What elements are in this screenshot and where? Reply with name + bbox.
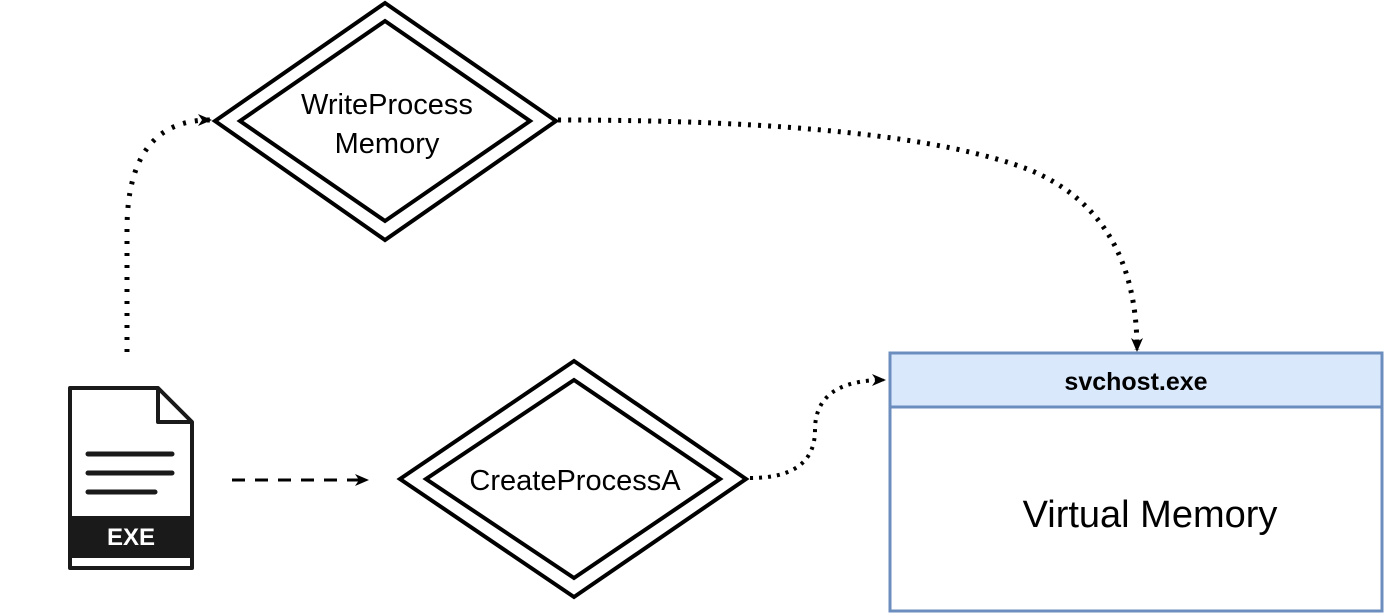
writeprocessmemory-label-line1: WriteProcess bbox=[301, 89, 473, 121]
exe-badge bbox=[70, 516, 192, 558]
virtual-memory-label: Virtual Memory bbox=[1023, 494, 1278, 536]
writeprocessmemory-label-line2: Memory bbox=[335, 128, 440, 160]
svchost-title: svchost.exe bbox=[1064, 368, 1207, 396]
writeprocessmemory-node[interactable]: WriteProcess Memory bbox=[211, 0, 560, 243]
edge-exe-to-writeprocessmemory bbox=[124, 114, 212, 352]
svchost-header bbox=[888, 351, 1384, 409]
edge-createprocess-to-svchost bbox=[749, 374, 886, 480]
edge-writeprocessmemory-to-svchost bbox=[557, 117, 1143, 352]
createprocess-node[interactable]: CreateProcessA bbox=[396, 358, 750, 600]
exe-file-icon[interactable]: EXE bbox=[68, 386, 194, 570]
exe-label: EXE bbox=[107, 524, 155, 551]
svchost-container[interactable]: svchost.exe Virtual Memory bbox=[888, 351, 1384, 613]
createprocess-label: CreateProcessA bbox=[469, 465, 681, 497]
